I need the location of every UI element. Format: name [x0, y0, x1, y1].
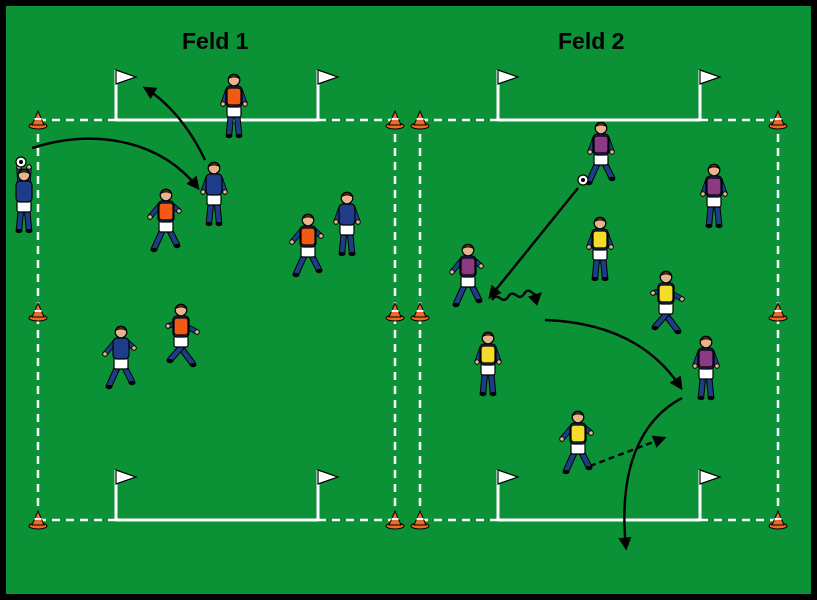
throw-in-pass-arrow	[31, 137, 200, 191]
player-figure	[577, 121, 616, 186]
cone-icon	[410, 301, 430, 322]
player-figure	[220, 73, 248, 139]
player-figure	[147, 188, 182, 253]
cone-icon	[768, 109, 788, 130]
player-figure	[449, 243, 484, 308]
ball-icon	[577, 174, 589, 186]
field-2-exit-arrow	[618, 396, 683, 551]
movement-arrows	[31, 86, 683, 551]
players	[15, 73, 728, 475]
goal-lines	[116, 118, 700, 522]
field-2-long-pass-arrow	[544, 318, 683, 391]
cone-icon	[410, 509, 430, 530]
cone-icon	[410, 109, 430, 130]
flag-icon	[316, 469, 340, 520]
flag-icon	[496, 69, 520, 120]
flag-icon	[316, 69, 340, 120]
player-figure	[559, 410, 594, 475]
field-2-title: Feld 2	[558, 28, 625, 54]
player-figure	[586, 216, 614, 282]
field-2-pass-arrow	[488, 187, 579, 300]
corner-flags	[114, 69, 722, 520]
cone-icon	[28, 109, 48, 130]
receiver-return-arrow	[142, 86, 207, 161]
cone-icon	[768, 509, 788, 530]
field-1-title: Feld 1	[182, 28, 249, 54]
player-figure	[474, 331, 502, 397]
player-figure	[165, 303, 200, 368]
player-figure	[333, 191, 361, 257]
player-figure	[289, 213, 324, 278]
cone-icon	[385, 301, 405, 322]
cone-icon	[385, 509, 405, 530]
player-figure	[700, 163, 728, 229]
flag-icon	[114, 69, 138, 120]
cone-icon	[28, 301, 48, 322]
marker-cones	[28, 109, 788, 530]
ball-icon	[15, 156, 27, 168]
cone-icon	[28, 509, 48, 530]
player-figure	[15, 156, 33, 234]
flag-icon	[698, 469, 722, 520]
cone-icon	[385, 109, 405, 130]
player-figure	[200, 161, 228, 227]
player-figure	[692, 335, 720, 401]
player-figure	[650, 270, 685, 335]
flag-icon	[698, 69, 722, 120]
field-2-run-arrow	[589, 435, 667, 468]
flag-icon	[114, 469, 138, 520]
dribble-arrow	[490, 289, 542, 307]
player-figure	[102, 325, 137, 390]
cone-icon	[768, 301, 788, 322]
flag-icon	[496, 469, 520, 520]
